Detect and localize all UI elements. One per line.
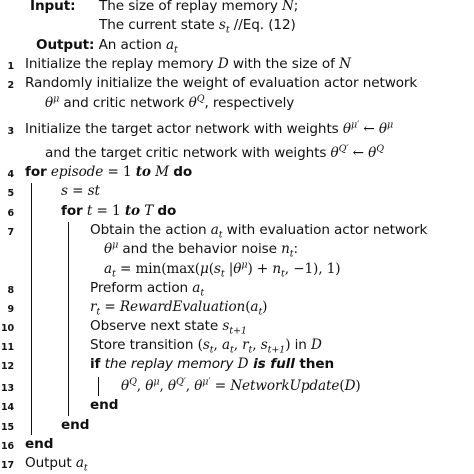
line-number: 16 — [0, 441, 14, 452]
line-number: 13 — [0, 383, 14, 394]
line-number: 8 — [7, 285, 14, 296]
line-number: 3 — [7, 126, 14, 137]
line-number: 11 — [0, 342, 14, 353]
line-number: 6 — [7, 208, 14, 219]
output-label: Output: — [36, 37, 95, 53]
line-number: 14 — [0, 402, 14, 413]
indent-bar-inner-for — [68, 222, 69, 416]
line-number: 15 — [0, 422, 14, 433]
line-number: 12 — [0, 361, 14, 372]
line-number: 1 — [7, 61, 14, 72]
line-number: 7 — [7, 227, 14, 238]
input-text-2: The current state st //Eq. (12) — [99, 17, 296, 36]
line-number: 2 — [7, 80, 14, 91]
line-number: 10 — [0, 323, 14, 334]
line-number: 5 — [7, 188, 14, 199]
line-number: 17 — [0, 460, 14, 471]
line-number: 9 — [7, 304, 14, 315]
indent-bar-if — [98, 377, 99, 396]
indent-bar-outer-for — [31, 183, 32, 435]
input-text: The size of replay memory N; — [99, 0, 299, 14]
line-number: 4 — [7, 169, 14, 180]
input-label: Input: — [30, 0, 76, 14]
